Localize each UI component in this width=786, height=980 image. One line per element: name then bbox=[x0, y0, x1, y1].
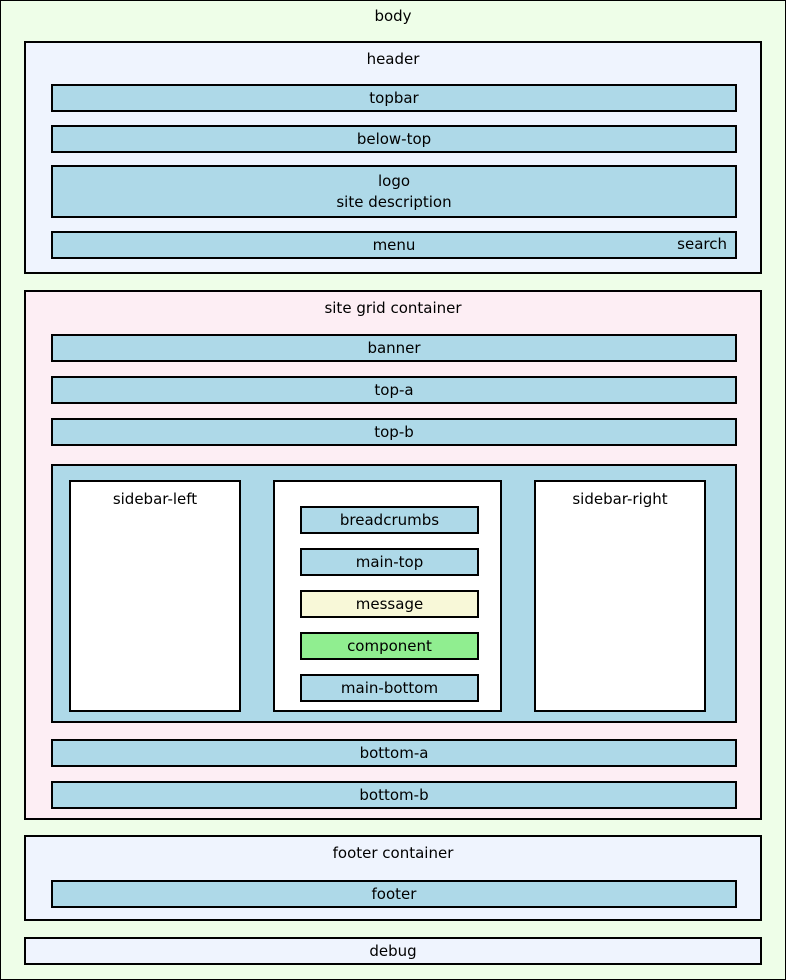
footer-block[interactable]: footer bbox=[51, 880, 737, 908]
bottom-b-label: bottom-b bbox=[359, 785, 429, 804]
top-b-label: top-b bbox=[374, 422, 414, 441]
bottom-a-label: bottom-a bbox=[359, 743, 429, 762]
top-a-label: top-a bbox=[374, 380, 414, 399]
banner-block[interactable]: banner bbox=[51, 334, 737, 362]
header-region: header topbar below-top logo site descri… bbox=[24, 41, 762, 274]
below-top-block[interactable]: below-top bbox=[51, 125, 737, 153]
logo-block[interactable]: logo site description bbox=[51, 165, 737, 218]
main-top-label: main-top bbox=[355, 552, 424, 571]
main-top-block[interactable]: main-top bbox=[300, 548, 479, 576]
logo-label: logo bbox=[377, 172, 411, 191]
sidebar-left-label: sidebar-left bbox=[112, 490, 198, 508]
debug-label: debug bbox=[369, 941, 417, 960]
search-label[interactable]: search bbox=[677, 234, 727, 253]
sidebar-right-column[interactable]: sidebar-right bbox=[534, 480, 706, 712]
component-block[interactable]: component bbox=[300, 632, 479, 660]
top-b-block[interactable]: top-b bbox=[51, 418, 737, 446]
footer-container-label: footer container bbox=[332, 844, 454, 862]
main-bottom-block[interactable]: main-bottom bbox=[300, 674, 479, 702]
breadcrumbs-block[interactable]: breadcrumbs bbox=[300, 506, 479, 534]
menu-block[interactable]: menu search bbox=[51, 231, 737, 259]
bottom-b-block[interactable]: bottom-b bbox=[51, 781, 737, 809]
debug-block[interactable]: debug bbox=[24, 937, 762, 965]
main-column: breadcrumbs main-top message component m… bbox=[273, 480, 502, 712]
menu-inner: menu search bbox=[53, 235, 735, 255]
site-grid-container: site grid container banner top-a top-b s… bbox=[24, 290, 762, 820]
site-description-label: site description bbox=[336, 192, 452, 211]
component-label: component bbox=[347, 636, 432, 655]
sidebar-left-column[interactable]: sidebar-left bbox=[69, 480, 241, 712]
body-label: body bbox=[374, 7, 412, 25]
banner-label: banner bbox=[367, 338, 421, 357]
footer-label: footer bbox=[371, 884, 417, 903]
footer-container: footer container footer bbox=[24, 835, 762, 921]
message-label: message bbox=[355, 594, 424, 613]
below-top-label: below-top bbox=[356, 129, 432, 148]
breadcrumbs-label: breadcrumbs bbox=[339, 510, 440, 529]
message-block[interactable]: message bbox=[300, 590, 479, 618]
main-bottom-label: main-bottom bbox=[340, 678, 439, 697]
sidebar-right-label: sidebar-right bbox=[572, 490, 668, 508]
topbar-block[interactable]: topbar bbox=[51, 84, 737, 112]
topbar-label: topbar bbox=[369, 88, 419, 107]
menu-label: menu bbox=[372, 235, 416, 254]
columns-wrapper: sidebar-left breadcrumbs main-top messag… bbox=[51, 464, 737, 723]
site-grid-container-label: site grid container bbox=[324, 299, 462, 317]
top-a-block[interactable]: top-a bbox=[51, 376, 737, 404]
header-label: header bbox=[366, 50, 420, 68]
bottom-a-block[interactable]: bottom-a bbox=[51, 739, 737, 767]
